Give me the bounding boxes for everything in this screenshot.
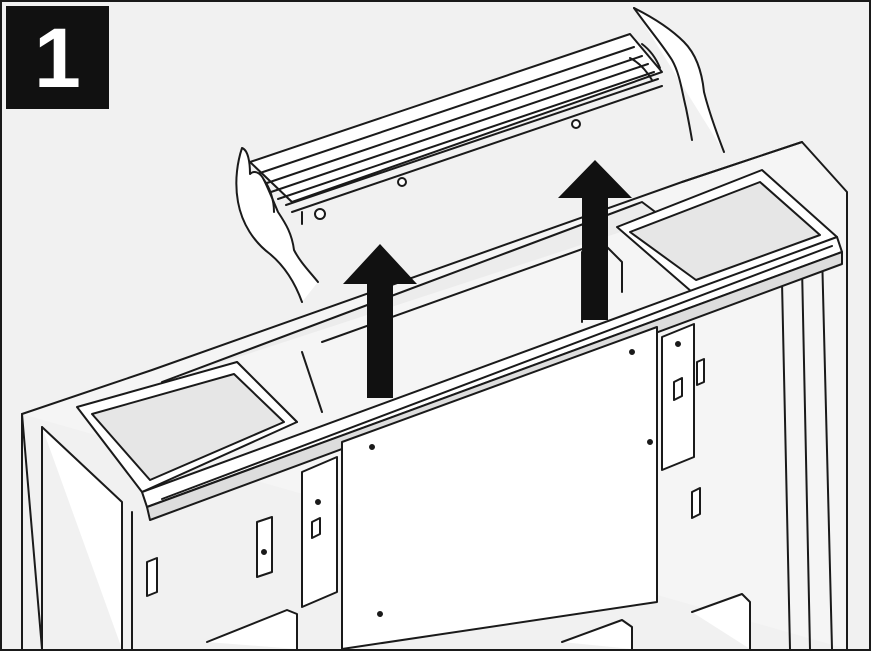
right-bracket — [661, 323, 705, 519]
heating-element — [249, 33, 663, 225]
back-panel — [341, 326, 658, 649]
right-top-cap — [616, 141, 838, 293]
arrow-up-icon — [558, 160, 632, 320]
lower-base-parts — [206, 593, 751, 649]
left-top-cap — [76, 361, 298, 493]
step-number-badge: 1 — [6, 6, 109, 109]
hand-right-icon — [629, 7, 725, 153]
hand-left-icon — [235, 147, 319, 303]
arrow-up-icon — [343, 244, 417, 398]
left-bracket — [146, 456, 338, 608]
